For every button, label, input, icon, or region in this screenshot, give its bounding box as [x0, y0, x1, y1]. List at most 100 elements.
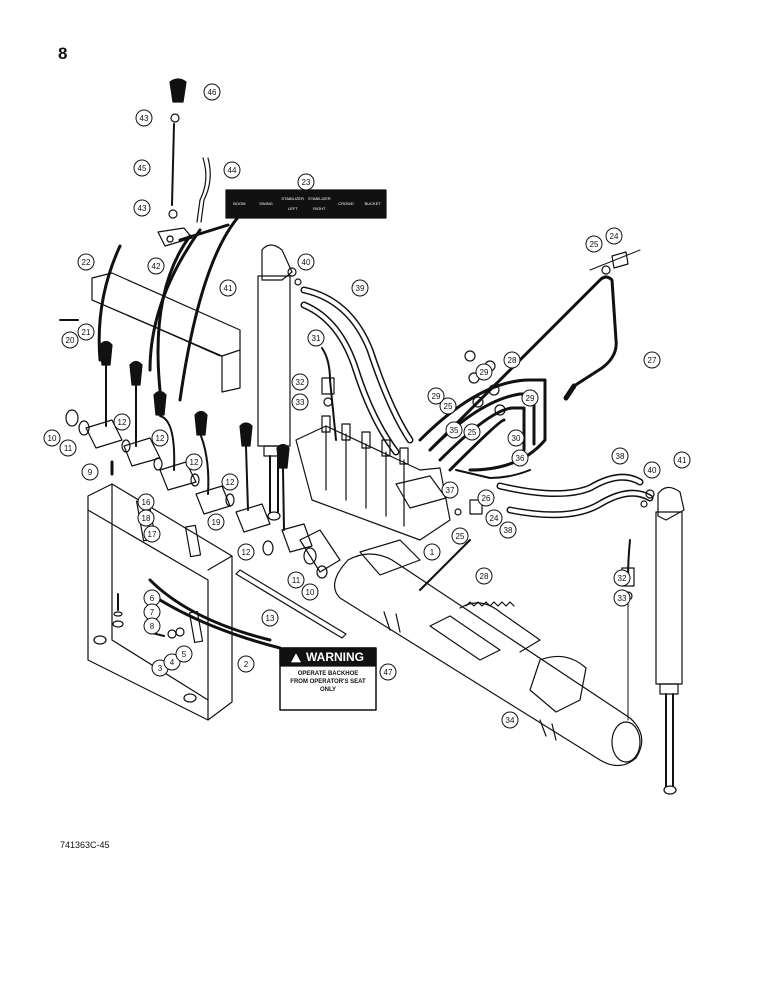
svg-text:11: 11: [64, 444, 73, 453]
svg-text:38: 38: [504, 526, 513, 535]
warning-decal: WARNING OPERATE BACKHOE FROM OPERATOR'S …: [280, 648, 376, 710]
callout-19: 19: [207, 513, 225, 531]
lever-knob-46: [169, 78, 187, 103]
swing-cylinder-34: [299, 529, 643, 767]
svg-text:17: 17: [148, 530, 157, 539]
callout-11-2: 11: [287, 571, 305, 589]
page-number: 8: [58, 44, 68, 63]
svg-text:40: 40: [302, 258, 311, 267]
callout-8: 8: [143, 617, 161, 635]
block-42: [157, 227, 193, 247]
svg-text:8: 8: [150, 622, 155, 631]
callout-40-2: 40: [643, 461, 661, 479]
svg-text:29: 29: [432, 392, 441, 401]
svg-text:30: 30: [512, 434, 521, 443]
svg-text:45: 45: [138, 164, 147, 173]
svg-text:41: 41: [678, 456, 687, 465]
shaft-13: [235, 569, 347, 639]
svg-text:1: 1: [430, 548, 435, 557]
svg-text:25: 25: [444, 402, 453, 411]
callout-24: 24: [605, 227, 623, 245]
svg-text:23: 23: [302, 178, 311, 187]
callout-25-2: 25: [439, 397, 457, 415]
svg-text:46: 46: [208, 88, 217, 97]
svg-text:26: 26: [482, 494, 491, 503]
decal-23: [225, 189, 387, 219]
guide-line: [97, 244, 122, 362]
callout-23: 23: [297, 173, 315, 191]
decal-label-bucket: BUCKET: [364, 201, 381, 206]
cylinder-41-right: [655, 486, 685, 795]
svg-text:37: 37: [446, 486, 455, 495]
callout-34: 34: [501, 711, 519, 729]
callout-42: 42: [147, 257, 165, 275]
figure-code: 741363C-45: [60, 840, 110, 850]
callout-30: 30: [507, 429, 525, 447]
callout-1: 1: [423, 543, 441, 561]
callout-24-2: 24: [485, 509, 503, 527]
svg-text:41: 41: [224, 284, 233, 293]
svg-text:29: 29: [526, 394, 535, 403]
svg-text:42: 42: [152, 262, 161, 271]
nut-43b: [168, 209, 178, 219]
decal-label-swing: SWING: [259, 201, 273, 206]
svg-text:29: 29: [480, 368, 489, 377]
svg-text:16: 16: [142, 498, 151, 507]
svg-text:24: 24: [610, 232, 619, 241]
rod-45: [171, 123, 175, 206]
svg-text:38: 38: [616, 452, 625, 461]
callout-32-2: 32: [613, 569, 631, 587]
svg-text:11: 11: [292, 576, 301, 585]
callout-28-2: 28: [475, 567, 493, 585]
svg-text:20: 20: [66, 336, 75, 345]
svg-text:25: 25: [456, 532, 465, 541]
callout-29-2: 29: [475, 363, 493, 381]
cylinder-41-left: [257, 244, 293, 521]
svg-text:19: 19: [212, 518, 221, 527]
callout-25-3: 25: [451, 527, 469, 545]
callout-43-2: 43: [133, 199, 151, 217]
callout-43: 43: [135, 109, 153, 127]
svg-text:5: 5: [182, 650, 187, 659]
control-decal: BOOM SWING STABILIZER LEFT STABILIZER RI…: [226, 190, 386, 218]
svg-text:47: 47: [384, 668, 393, 677]
svg-text:6: 6: [150, 594, 155, 603]
svg-text:4: 4: [170, 658, 175, 667]
callout-22: 22: [77, 253, 95, 271]
callout-26: 26: [477, 489, 495, 507]
svg-text:9: 9: [88, 468, 93, 477]
callout-21: 21: [77, 323, 95, 341]
callout-32: 32: [291, 373, 309, 391]
svg-text:22: 22: [82, 258, 91, 267]
callout-28: 28: [503, 351, 521, 369]
svg-text:28: 28: [508, 356, 517, 365]
svg-text:24: 24: [490, 514, 499, 523]
callout-12-3: 12: [185, 453, 203, 471]
callout-44: 44: [223, 161, 241, 179]
callout-45: 45: [133, 159, 151, 177]
decal-label-stabilizer-right: STABILIZER RIGHT: [308, 196, 331, 211]
warning-line-3: ONLY: [319, 687, 337, 693]
control-levers: [85, 340, 313, 553]
callout-29: 29: [427, 387, 445, 405]
callout-18: 18: [137, 509, 155, 527]
callout-12-4: 12: [221, 473, 239, 491]
svg-text:2: 2: [244, 660, 249, 669]
callout-40: 40: [297, 253, 315, 271]
callout-36: 36: [511, 449, 529, 467]
svg-text:21: 21: [82, 328, 91, 337]
callout-11: 11: [59, 439, 77, 457]
callout-33-2: 33: [613, 589, 631, 607]
svg-text:43: 43: [138, 204, 147, 213]
warning-line-2: FROM OPERATOR'S SEAT: [290, 679, 366, 685]
callout-6: 6: [143, 589, 161, 607]
warning-line-1: OPERATE BACKHOE: [297, 671, 359, 677]
callout-31: 31: [307, 329, 325, 347]
svg-text:39: 39: [356, 284, 365, 293]
callout-17: 17: [143, 525, 161, 543]
svg-text:32: 32: [296, 378, 305, 387]
callout-27: 27: [643, 351, 661, 369]
